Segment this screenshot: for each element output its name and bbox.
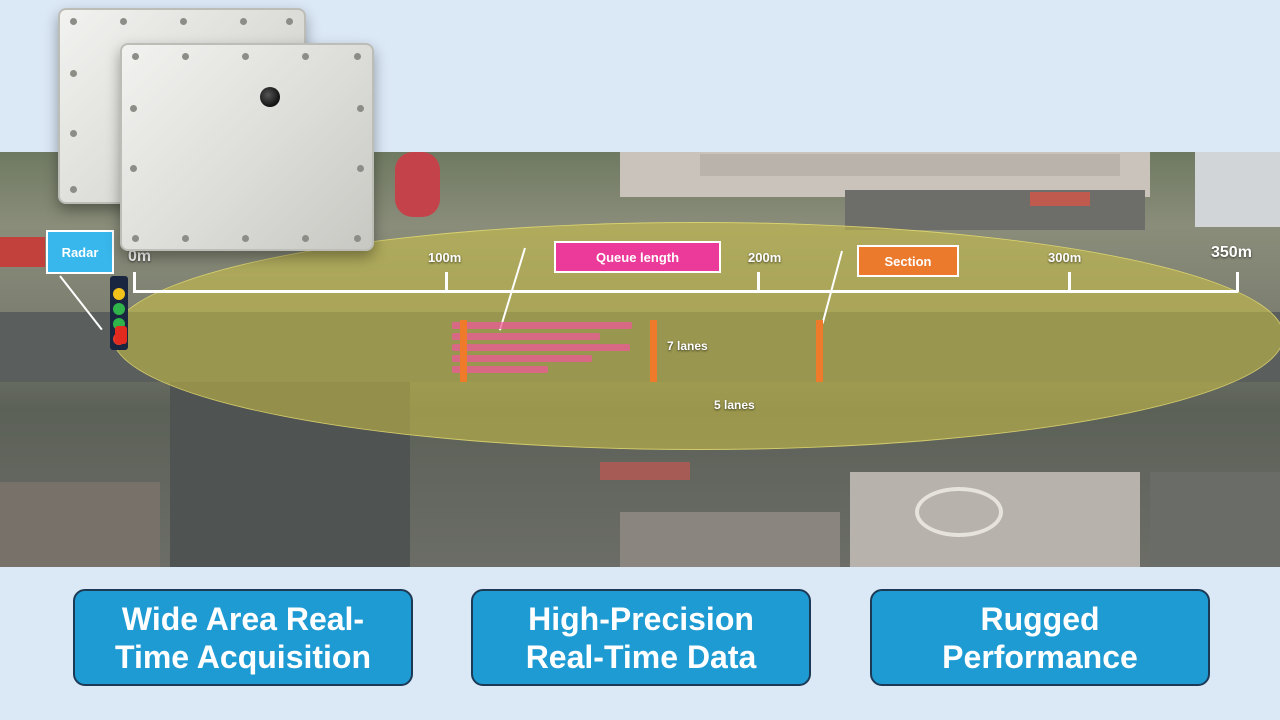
scale-label-100m: 100m (428, 250, 462, 265)
radar-emitter-icon (115, 326, 127, 344)
building (700, 154, 1120, 176)
scale-label-0m: 0m (128, 248, 152, 265)
building (0, 482, 160, 567)
scale-label-200m: 200m (748, 250, 782, 265)
scale-tick-0 (133, 272, 136, 292)
red-roof (0, 237, 45, 267)
scale-tick-350 (1236, 272, 1239, 292)
radar-device-front-image (120, 43, 374, 251)
feature-rugged-button: Rugged Performance (870, 589, 1210, 686)
queue-end-marker (650, 320, 657, 382)
building (620, 512, 840, 567)
scale-tick-200 (757, 272, 760, 292)
distance-scale-line (133, 290, 1238, 293)
lanes-label-lower: 5 lanes (714, 398, 755, 412)
section-tag: Section (857, 245, 959, 277)
scale-tick-100 (445, 272, 448, 292)
camera-lens-icon (260, 87, 280, 107)
scale-label-300m: 300m (1048, 250, 1082, 265)
radar-tag: Radar (46, 230, 114, 274)
red-roof (600, 462, 690, 480)
queue-bar (452, 355, 592, 362)
section-marker (816, 320, 823, 382)
queue-start-marker (460, 320, 467, 382)
feature-wide-area-button: Wide Area Real-Time Acquisition (73, 589, 413, 686)
building (1195, 152, 1280, 227)
scale-label-350m: 350m (1211, 244, 1252, 261)
lanes-label-upper: 7 lanes (667, 339, 708, 353)
building (1150, 472, 1280, 567)
plaza (395, 152, 440, 217)
queue-length-tag: Queue length (554, 241, 721, 273)
queue-bar (452, 344, 630, 351)
queue-bar (452, 322, 632, 329)
roundabout (915, 487, 1003, 537)
queue-bar (452, 366, 548, 373)
queue-bar (452, 333, 600, 340)
red-roof (1030, 192, 1090, 206)
parking (845, 190, 1145, 230)
scale-tick-300 (1068, 272, 1071, 292)
feature-high-precision-button: High-Precision Real-Time Data (471, 589, 811, 686)
